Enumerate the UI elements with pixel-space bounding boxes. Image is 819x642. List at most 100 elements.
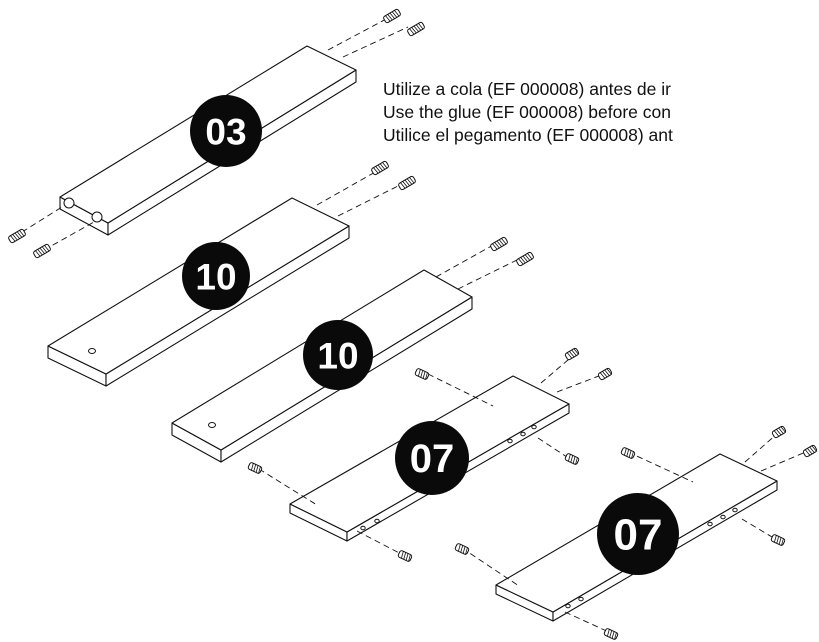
dowel-icon-10l-1-thread <box>494 242 500 249</box>
dowel-icon-07l-e-thread <box>255 465 259 473</box>
dowel-icon-10l-2-thread <box>520 257 526 264</box>
dowel-icon-07r-e <box>454 543 470 555</box>
dowel-icon-07l-c-thread <box>602 371 608 378</box>
dowel-icon-10u-2-thread <box>402 181 408 188</box>
dowel-icon-07r-b <box>771 425 787 439</box>
board-07-left-hole-2 <box>374 518 380 524</box>
dowels-layer <box>8 8 818 640</box>
dowel-icon-10u-1-thread <box>379 163 386 170</box>
dowel-icon-03-bot-2-thread <box>35 250 41 257</box>
guide-10l-1 <box>435 243 496 278</box>
board-03-hole-1 <box>63 197 75 209</box>
guide-07l-f <box>356 530 406 557</box>
guide-10l-2 <box>457 258 520 290</box>
dowel-icon-10l-2-thread <box>522 255 528 262</box>
dowel-icon-03-top-2-thread <box>415 24 422 31</box>
part-number-label: 10 <box>195 257 236 298</box>
dowel-icon-07r-a-thread <box>628 450 632 458</box>
dowel-icon-07l-c-thread <box>606 368 612 375</box>
dowel-icon-07l-a-thread <box>425 372 428 380</box>
dowel-icon-03-top-1-thread <box>389 12 395 19</box>
dowel-icon-07r-c-thread <box>804 449 811 456</box>
part-number-circle <box>303 320 373 390</box>
dowel-icon-07l-d-thread <box>572 456 576 464</box>
dowel-icon-03-bot-2-thread <box>39 247 45 254</box>
dowel-icon-07l-f <box>397 550 413 562</box>
dowel-icon-07r-b-thread <box>780 426 786 433</box>
dowel-icon-10u-1-thread <box>375 166 381 173</box>
dowel-icon-07l-f-thread <box>408 554 411 562</box>
instruction-english: Use the glue (EF 000008) before con <box>383 102 671 122</box>
part-number-label: 10 <box>317 336 358 377</box>
dowel-icon-10u-1 <box>371 160 389 176</box>
dowel-icon-07r-d-thread <box>781 538 784 546</box>
guide-07r-d <box>741 518 778 541</box>
part-07-board-left-badge: 07 <box>395 421 469 495</box>
dowel-icon-07r-f-thread <box>607 629 610 637</box>
part-number-circle <box>395 421 469 495</box>
part-03-board-badge: 03 <box>190 95 262 167</box>
dowel-icon-07r-c-thread <box>811 445 817 452</box>
dowel-icon-03-bot-2-thread <box>44 245 50 252</box>
dowel-icon-07l-f-thread <box>405 553 409 561</box>
dowel-icon-07l-b <box>564 347 580 361</box>
dowel-icon-07r-f-thread <box>614 632 617 640</box>
dowel-icon-10l-1-thread <box>496 240 502 247</box>
dowel-icon-03-top-2-thread <box>418 23 424 30</box>
board-10-upper-hole-1 <box>88 348 96 354</box>
dowel-icon-10u-2-thread <box>400 182 406 189</box>
part-07-board-right-badge: 07 <box>597 493 679 575</box>
dowel-icon-07l-c <box>597 367 613 381</box>
dowel-icon-07l-b-thread <box>571 349 577 356</box>
part-number-circle <box>182 242 250 310</box>
guide-07l-a <box>427 373 494 407</box>
glue-instructions: Utilize a cola (EF 000008) antes de ir U… <box>383 78 673 147</box>
board-07-right-hole-5 <box>732 507 738 513</box>
dowel-icon-07l-d-thread <box>570 455 574 463</box>
board-07-left-hole-3 <box>507 438 513 444</box>
guide-07r-b <box>744 432 779 463</box>
dowel-icon-07l-a-thread <box>418 369 421 377</box>
dowel-icon-07l-a-thread <box>420 370 424 378</box>
part-number-label: 07 <box>410 437 455 481</box>
dowel-icon-07l-f-thread <box>401 551 404 559</box>
dowel-icon-10u-1-thread <box>373 167 379 174</box>
dowel-icon-10l-1-thread <box>492 243 498 250</box>
dowel-icon-07l-e-thread <box>258 466 261 474</box>
dowel-icon-10l-2 <box>516 251 534 267</box>
badges-layer: 03 10 10 07 07 <box>182 95 679 575</box>
dowel-icon-07r-f <box>603 628 619 640</box>
dowel-icon-07l-b-thread <box>566 352 573 359</box>
dowel-icon-10l-1-thread <box>501 238 507 245</box>
guide-03-bot-2 <box>43 221 95 251</box>
part-10-board-lower-badge: 10 <box>303 320 373 390</box>
dowel-icon-03-bot-1-thread <box>10 235 16 242</box>
dowel-icon-03-top-1-thread <box>394 10 400 17</box>
board-07-left-hole-5 <box>531 424 537 430</box>
part-number-label: 03 <box>205 112 246 153</box>
guide-03-top-1 <box>327 16 391 51</box>
dowel-icon-07l-e-thread <box>253 464 257 472</box>
dowel-icon-07l-f-thread <box>403 552 407 560</box>
dowel-icon-03-top-1 <box>383 8 401 24</box>
dowel-icon-07r-e-thread <box>465 547 468 555</box>
dowel-icon-03-top-1-thread <box>385 15 391 22</box>
dowel-icon-07r-a <box>620 447 636 459</box>
part-number-label: 07 <box>614 511 663 560</box>
guide-07r-e <box>461 547 520 587</box>
board-07-right-hole-3 <box>707 521 713 527</box>
dowel-icon-07r-f-thread <box>611 631 615 639</box>
instruction-spanish: Utilice el pegamento (EF 000008) ant <box>383 125 673 145</box>
dowel-icon-07r-c <box>802 444 818 458</box>
dowel-icon-07l-e <box>247 462 263 474</box>
board-07-right-hole-4 <box>720 514 726 520</box>
dowel-icon-10l-2-thread <box>518 258 524 265</box>
guide-07r-a <box>627 451 694 483</box>
dowel-icon-07r-d-thread <box>778 537 782 545</box>
dowel-icon-07r-c-thread <box>807 448 813 455</box>
dowel-icon-07l-b-thread <box>569 351 575 358</box>
guide-07l-c <box>556 373 605 393</box>
dowel-icon-03-bot-1 <box>8 228 26 244</box>
dowel-icon-07r-a-thread <box>626 449 630 457</box>
